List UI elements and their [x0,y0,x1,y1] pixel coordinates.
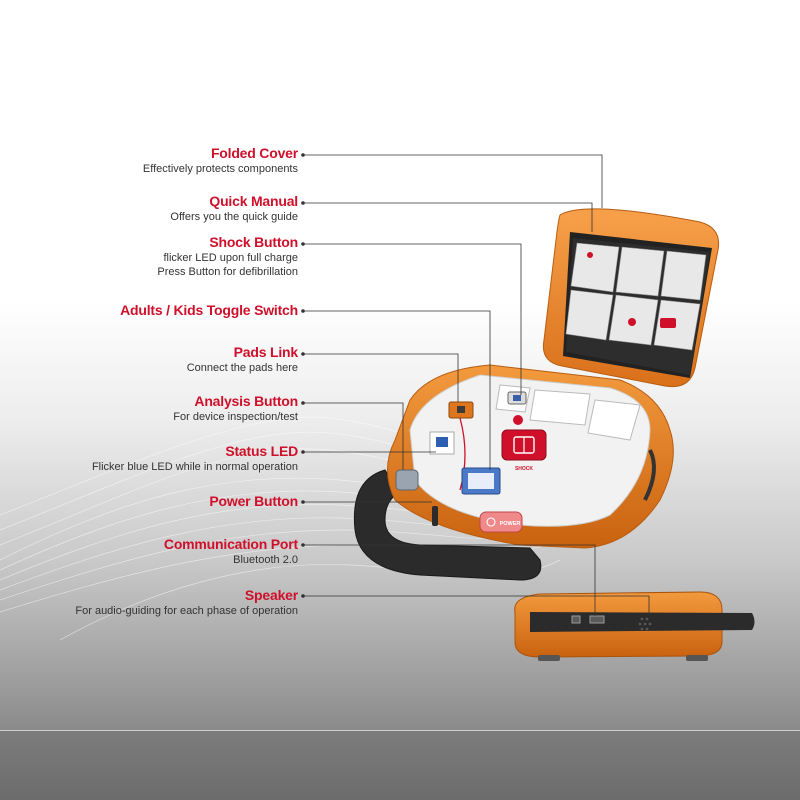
quick-manual-panel [565,238,710,375]
callout-folded-cover: Folded Cover Effectively protects compon… [143,145,298,176]
callout-speaker: Speaker For audio-guiding for each phase… [75,587,298,618]
callout-desc: flicker LED upon full charge [163,252,298,264]
callout-desc: Flicker blue LED while in normal operati… [91,461,298,473]
shock-label: SHOCK [515,466,533,472]
leader-speaker [303,595,650,616]
leader-quick-manual [303,202,593,232]
callout-desc: Effectively protects components [142,163,298,175]
footer-band [0,730,800,800]
callout-title: Quick Manual [209,193,298,209]
power-label: POWER [500,521,521,527]
callout-desc: Bluetooth 2.0 [233,554,298,566]
callout-shock-button: Shock Button flicker LED upon full charg… [157,234,298,279]
device-side-view [514,591,755,661]
callout-pads-link: Pads Link Connect the pads here [186,344,299,375]
callout-title: Shock Button [209,234,298,250]
callout-title: Status LED [225,443,298,459]
callout-title: Adults / Kids Toggle Switch [120,302,298,318]
carry-handle [353,469,542,581]
shock-button[interactable] [501,415,547,461]
leader-adults-kids-toggle [303,310,491,470]
callout-adults-kids-toggle: Adults / Kids Toggle Switch [120,302,298,319]
callout-title: Communication Port [163,536,298,552]
callout-title: Folded Cover [210,145,298,161]
status-led-panel [429,431,501,495]
speaker-grille [638,617,652,631]
leader-analysis-button [303,402,404,470]
callout-desc: For device inspection/test [173,411,298,423]
leader-communication-port [303,544,596,616]
key-slot [432,506,438,526]
callout-status-led: Status LED Flicker blue LED while in nor… [92,443,298,474]
callout-title: Analysis Button [194,393,298,409]
power-button[interactable] [479,511,523,533]
callout-quick-manual: Quick Manual Offers you the quick guide [170,193,298,224]
callout-title: Speaker [244,587,298,603]
callout-desc: Offers you the quick guide [170,211,298,223]
callout-analysis-button: Analysis Button For device inspection/te… [173,393,298,424]
callout-communication-port: Communication Port Bluetooth 2.0 [164,536,298,567]
communication-port [571,615,605,624]
callout-title: Power Button [209,493,298,509]
leader-shock-button [303,243,522,395]
callout-desc: Connect the pads here [186,362,298,374]
analysis-button[interactable] [395,469,419,491]
leader-dots [301,153,305,598]
callout-desc: Press Button for defibrillation [157,266,298,278]
leader-pads-link [303,353,459,402]
leader-folded-cover [303,154,603,208]
callout-power-button: Power Button [209,493,298,510]
callout-title: Pads Link [233,344,299,360]
callout-desc: For audio-guiding for each phase of oper… [75,605,298,617]
leader-lines [303,154,650,616]
adults-kids-toggle-switch[interactable] [507,391,527,405]
